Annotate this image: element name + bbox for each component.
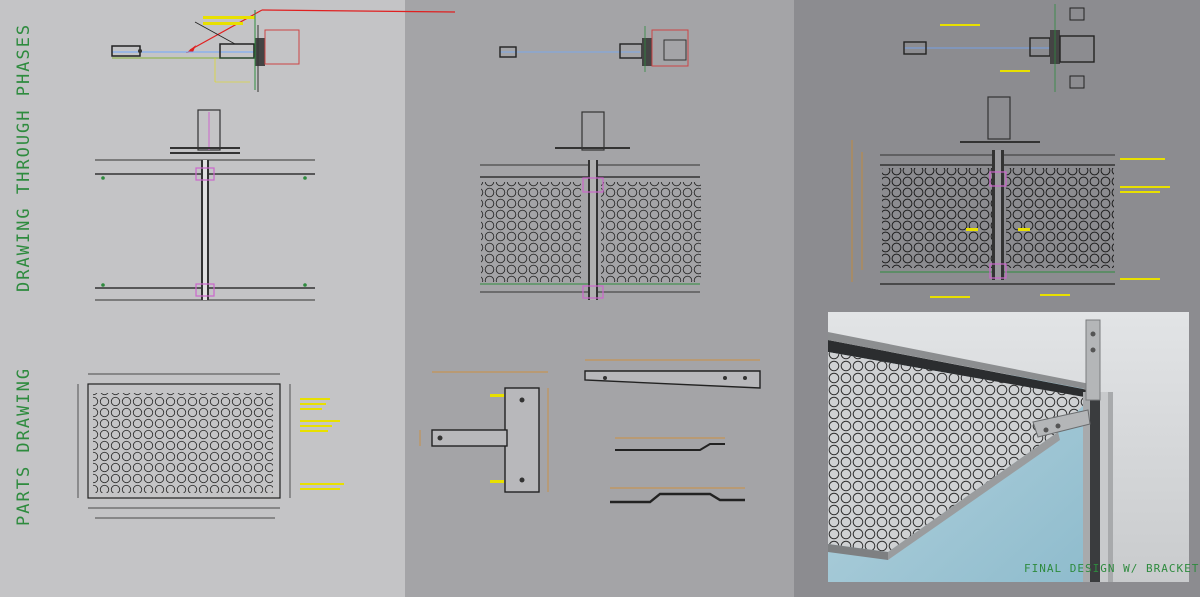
final-design-caption: FINAL DESIGN W/ BRACKET <box>1024 562 1200 575</box>
phase-1-plan-detail <box>95 109 315 301</box>
phase-3-plan-detail <box>851 96 1170 298</box>
perforated-panel-part <box>77 373 344 519</box>
final-design-render <box>828 312 1189 582</box>
phase-3-section-detail <box>903 4 1095 92</box>
bracket-parts <box>419 359 761 504</box>
phase-2-plan-detail <box>480 111 701 300</box>
phase-2-section-detail <box>499 26 689 72</box>
render-illustration <box>828 312 1189 582</box>
phase-1-section-detail <box>111 9 456 92</box>
